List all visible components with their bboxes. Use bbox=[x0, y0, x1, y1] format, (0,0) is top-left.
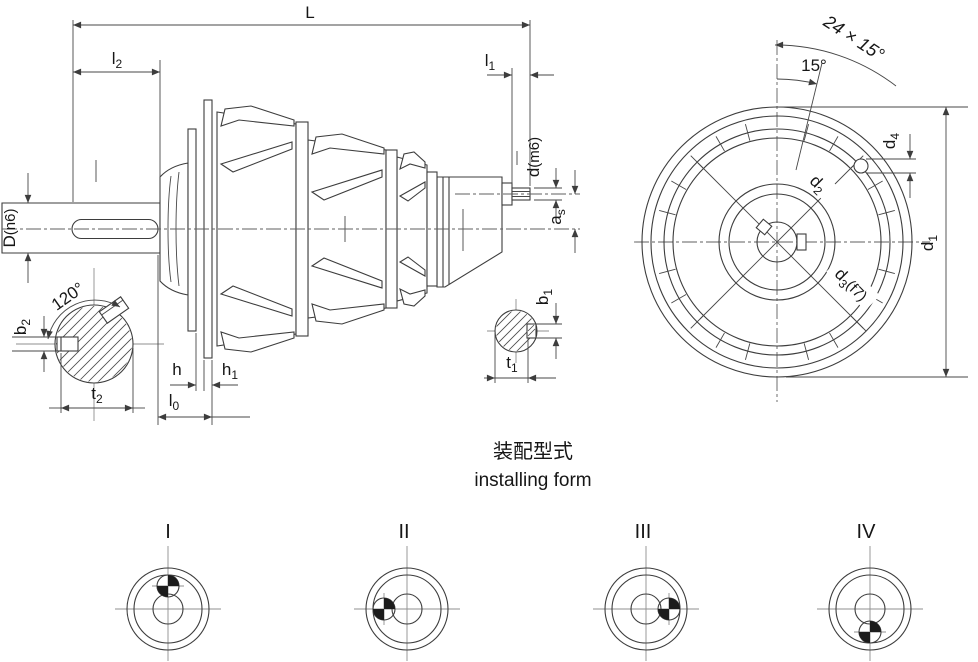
dim-label-l1: l1 bbox=[485, 51, 496, 73]
dim-label-h: h bbox=[172, 360, 181, 379]
dim-label-t2: t2 bbox=[91, 384, 103, 406]
form-label-3: III bbox=[635, 521, 652, 543]
dim-label-as: as bbox=[546, 209, 568, 224]
form-label-4: IV bbox=[857, 521, 877, 543]
fin bbox=[219, 285, 293, 317]
installing-forms: I II III IV bbox=[115, 521, 923, 661]
position-indicator bbox=[657, 593, 681, 625]
fin bbox=[398, 256, 426, 277]
dim-label-b1: b1 bbox=[533, 289, 555, 305]
dim-label-b2: b2 bbox=[11, 319, 33, 335]
fin bbox=[220, 331, 295, 353]
dim-label-L: L bbox=[305, 3, 314, 22]
position-indicator bbox=[372, 593, 396, 625]
dim-label-h1: h1 bbox=[222, 360, 238, 382]
dim-label-t1: t1 bbox=[506, 353, 518, 375]
keyway-section-left bbox=[56, 336, 79, 352]
position-indicator bbox=[152, 574, 184, 598]
caption-english: installing form bbox=[474, 470, 591, 491]
fin bbox=[310, 257, 383, 289]
side-view-dimensions: L l2 l1 D(n6) d(m6) as h h1 bbox=[0, 3, 579, 425]
dim-label-d1: d1 bbox=[918, 235, 940, 251]
flange-face-view: d2 d3(f7) d1 d4 24 × 15° 15° bbox=[634, 11, 968, 402]
position-indicator bbox=[854, 620, 886, 644]
caption-chinese: 装配型式 bbox=[493, 440, 573, 463]
fin bbox=[311, 303, 385, 325]
fin bbox=[399, 287, 426, 307]
hub-keyway-alt bbox=[755, 218, 773, 236]
fin bbox=[398, 181, 426, 202]
dim-label-l2: l2 bbox=[112, 49, 123, 71]
installing-form-diagram bbox=[817, 546, 923, 661]
dim-label-hole-pattern: 24 × 15° bbox=[819, 11, 888, 65]
installing-form-diagram bbox=[593, 546, 699, 661]
dim-label-l0: l0 bbox=[169, 391, 180, 413]
fin bbox=[399, 151, 426, 171]
fin bbox=[219, 141, 293, 173]
form-label-1: I bbox=[165, 521, 171, 543]
installing-form-diagram bbox=[354, 546, 460, 661]
motor-flange-ring bbox=[187, 128, 197, 332]
bolt-hole bbox=[853, 158, 869, 174]
installing-form-diagram bbox=[115, 546, 221, 661]
hub-keyway bbox=[796, 233, 807, 251]
input-shaft-section: 120° b2 t2 bbox=[11, 268, 164, 421]
dim-label-D: D(n6) bbox=[0, 209, 19, 248]
dim-label-d: d(m6) bbox=[524, 137, 543, 177]
output-housing bbox=[436, 176, 503, 288]
gearbox-side-view bbox=[1, 99, 580, 359]
dim-label-d4: d4 bbox=[880, 133, 902, 149]
fin bbox=[311, 133, 385, 155]
fin bbox=[310, 169, 383, 201]
form-label-2: II bbox=[398, 521, 409, 543]
output-shaft-section: t1 b1 bbox=[484, 289, 562, 383]
dim-label-15deg: 15° bbox=[801, 56, 827, 75]
fin bbox=[220, 105, 295, 127]
